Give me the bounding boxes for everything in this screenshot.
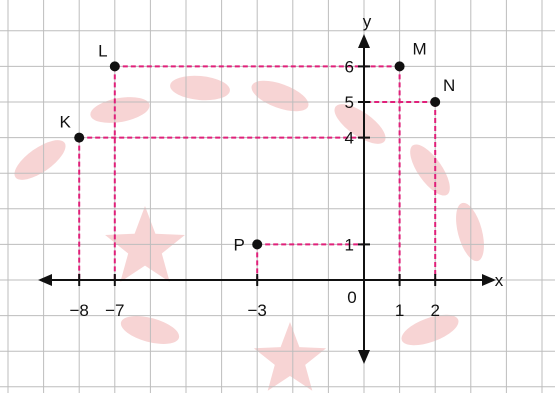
watermark-shape: [401, 314, 459, 346]
tick-labels: −8 −7 −3 1 2 1 4 5 6 0 x y: [70, 12, 504, 320]
guide-lines: [78, 65, 437, 280]
points: K L MN P: [60, 39, 456, 254]
point-p: [252, 239, 263, 250]
watermark-shape: [410, 144, 450, 196]
y-axis-label: y: [363, 12, 372, 31]
point-n: [430, 97, 441, 107]
x-axis-label: x: [495, 271, 504, 290]
point-label-n: N: [443, 76, 455, 95]
watermark-shape: [456, 202, 484, 262]
watermark-shape: [251, 80, 309, 112]
x-tick-label: 2: [430, 301, 439, 320]
watermark-shape: [170, 75, 230, 101]
y-axis-arrow-up: [358, 34, 370, 48]
point-label-m: M: [413, 39, 427, 58]
y-tick-label: 1: [345, 235, 354, 254]
watermark-shape: [14, 140, 66, 180]
point-m: [394, 61, 405, 72]
watermark: [14, 75, 484, 391]
point-label-k: K: [60, 113, 72, 132]
y-axis-arrow-down: [358, 350, 370, 364]
point-l: [109, 61, 120, 72]
origin-label: 0: [347, 288, 356, 307]
x-tick-label: −7: [105, 301, 124, 320]
axes: [38, 34, 496, 364]
watermark-star: [253, 322, 327, 391]
point-label-p: P: [234, 235, 245, 254]
point-label-l: L: [98, 41, 107, 60]
x-axis-arrow-left: [38, 274, 52, 286]
point-k: [74, 132, 85, 143]
x-tick-label: −8: [70, 301, 89, 320]
watermark-shape: [334, 104, 386, 144]
watermark-shape: [90, 97, 150, 123]
y-tick-label: 5: [345, 93, 354, 112]
x-tick-label: −3: [248, 301, 267, 320]
x-tick-label: 1: [395, 301, 404, 320]
y-tick-label: 4: [345, 129, 354, 148]
y-tick-label: 6: [345, 57, 354, 76]
x-axis-arrow-right: [482, 274, 496, 286]
